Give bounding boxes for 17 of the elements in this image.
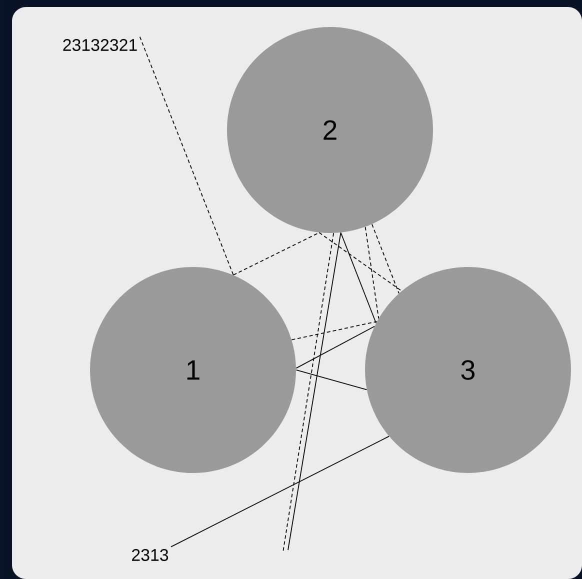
circle-node: 2 [227,27,433,233]
connector-line [232,232,320,276]
circle-node: 3 [365,267,571,473]
connector-line [318,232,402,292]
connector-line [340,232,376,324]
node-text: 2313 [132,549,168,561]
connector-line [296,326,375,369]
node-text: 23132321 [63,39,137,51]
connector-line [282,232,334,552]
connector-line [372,224,400,294]
connector-line [139,36,234,276]
connector-line [364,226,380,319]
connector-line [291,321,378,340]
connector-line [288,232,342,550]
connector-line [296,370,368,390]
connector-line [170,436,390,548]
circle-node: 1 [90,267,296,473]
